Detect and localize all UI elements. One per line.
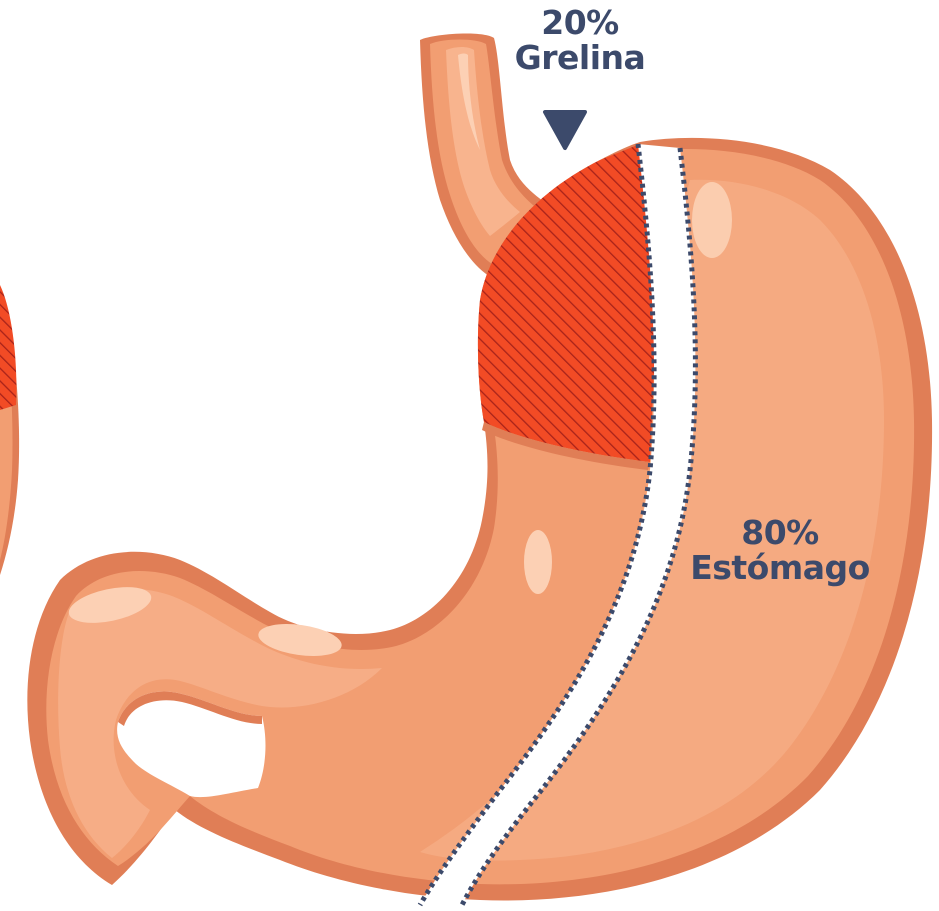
ghrelin-percent: 20%: [505, 6, 655, 41]
stomach-label: 80% Estómago: [690, 516, 870, 585]
ghrelin-name: Grelina: [505, 41, 655, 76]
stomach-percent: 80%: [690, 516, 870, 551]
triangle-down-icon: [545, 112, 585, 148]
stomach-name: Estómago: [690, 551, 870, 586]
partial-stomach-left: [0, 285, 19, 575]
ghrelin-label: 20% Grelina: [505, 6, 655, 75]
